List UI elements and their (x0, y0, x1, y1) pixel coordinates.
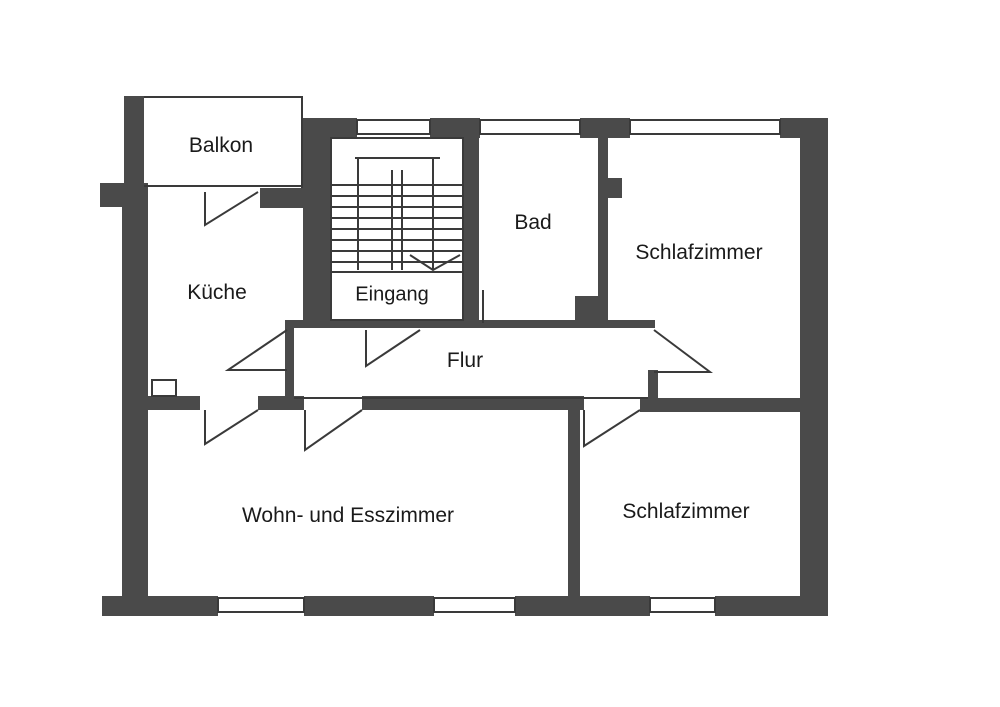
thin-lines (144, 96, 781, 613)
room-label-schlafzimmer-2: Schlafzimmer (622, 500, 750, 523)
room-label-bad: Bad (514, 211, 552, 234)
room-label-schlafzimmer-1: Schlafzimmer (635, 241, 763, 264)
room-label-flur: Flur (446, 349, 484, 372)
room-label-wohn-esszimmer: Wohn- und Esszimmer (241, 504, 455, 527)
walls (100, 96, 828, 616)
room-label-eingang: Eingang (355, 283, 429, 306)
room-label-kueche: Küche (187, 281, 247, 304)
room-label-balkon: Balkon (188, 134, 254, 157)
